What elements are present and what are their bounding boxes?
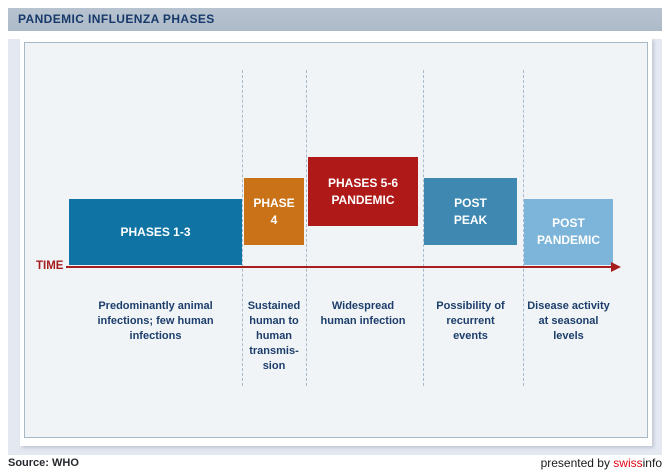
- column-divider-3: [423, 70, 424, 386]
- phase-box-label: PHASES 1-3: [120, 224, 191, 239]
- brand-info: info: [642, 456, 662, 470]
- phase-box-phases-5-6: PHASES 5-6 PANDEMIC: [308, 157, 418, 226]
- phase-box-label: PHASE 4: [253, 195, 295, 227]
- page-title: PANDEMIC INFLUENZA PHASES: [18, 12, 215, 26]
- column-divider-2: [306, 70, 307, 386]
- time-axis-line: [66, 266, 612, 268]
- phase-description-phases-1-3: Predominantly animal infections; few hum…: [97, 300, 214, 342]
- phase-description-phase-4: Sustained human to human transmis- sion: [247, 300, 301, 372]
- phase-description-phases-5-6: Widespread human infection: [320, 300, 406, 327]
- presented-by-credit: presented by swissinfo: [541, 456, 662, 470]
- header-bar: PANDEMIC INFLUENZA PHASES: [8, 8, 662, 31]
- phase-description-post-peak: Possibility of recurrent events: [436, 300, 505, 342]
- brand-swiss: swiss: [613, 456, 643, 470]
- phase-box-label: PHASES 5-6 PANDEMIC: [327, 175, 399, 207]
- phase-box-post-pandemic: POST PANDEMIC: [524, 199, 613, 265]
- phase-box-phase-4: PHASE 4: [244, 178, 304, 245]
- phase-description-post-pandemic: Disease activity at seasonal levels: [527, 300, 610, 342]
- phase-box-post-peak: POST PEAK: [424, 178, 517, 245]
- time-axis-label: TIME: [36, 260, 64, 272]
- column-divider-4: [523, 70, 524, 386]
- arrow-right-icon: [611, 262, 621, 272]
- phase-box-label: POST PANDEMIC: [536, 216, 601, 247]
- presented-by-text: presented by: [540, 456, 614, 470]
- phase-box-label: POST PEAK: [453, 195, 488, 227]
- column-divider-1: [242, 70, 243, 386]
- source-credit: Source: WHO: [8, 457, 79, 469]
- phase-box-phases-1-3: PHASES 1-3: [69, 199, 242, 265]
